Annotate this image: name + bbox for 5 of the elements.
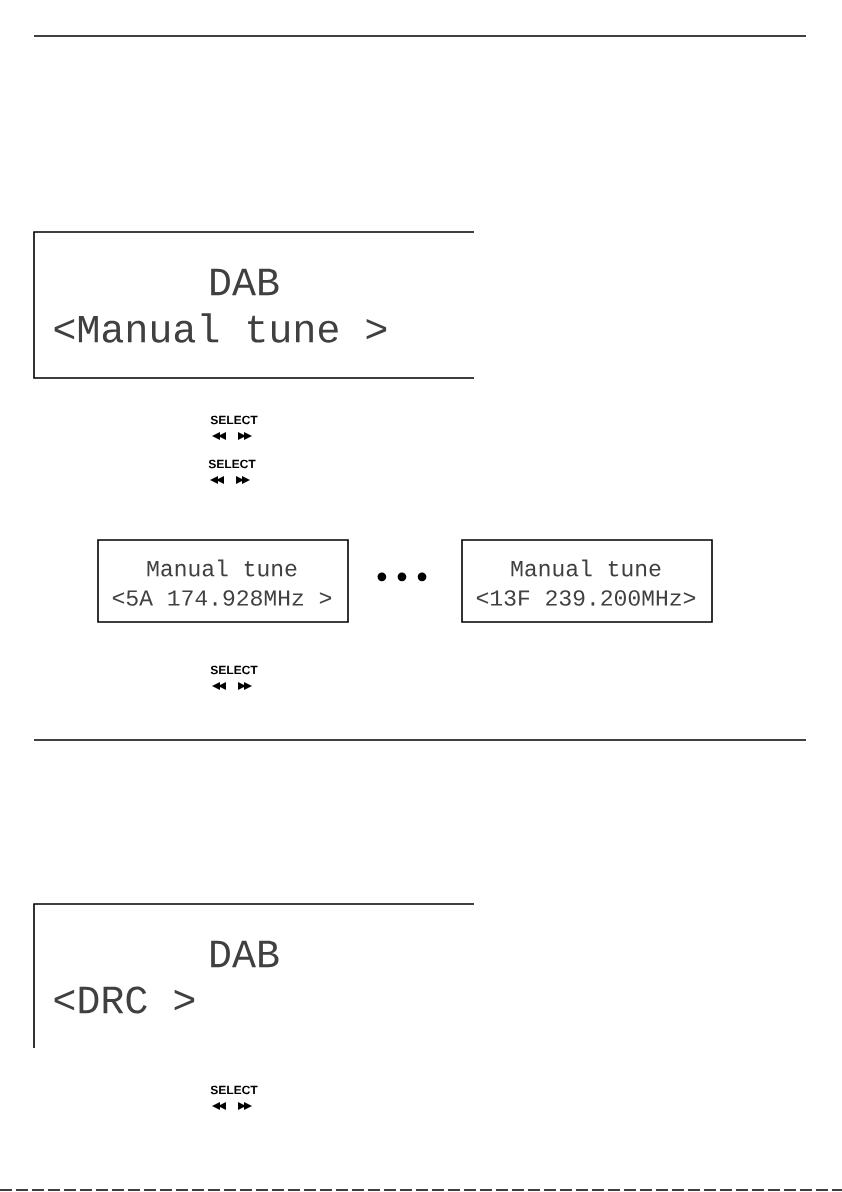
lcd-display: DAB <DRC > — [33, 903, 475, 1049]
lcd-display: Manual tune <13F 239.200MHz> — [461, 539, 713, 623]
lcd-display: Manual tune <5A 174.928MHz > — [97, 539, 349, 623]
ellipsis: • • • — [377, 572, 427, 582]
lcd-display: DAB <Manual tune > — [33, 231, 475, 379]
